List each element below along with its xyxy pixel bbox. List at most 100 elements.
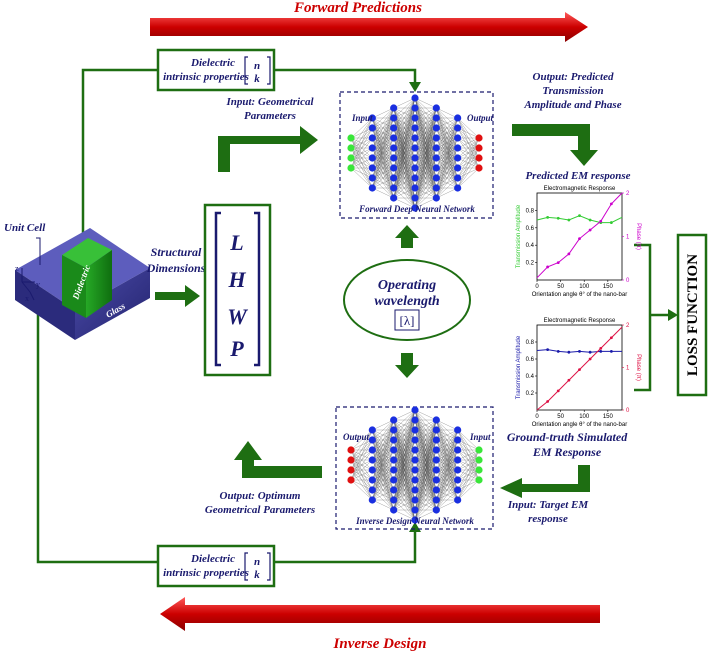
nn-edge <box>372 489 394 501</box>
nn-edge <box>393 97 416 109</box>
chart-y2label: Phase (π) <box>635 223 641 250</box>
dielectric-bottom-line2: intrinsic properties <box>163 567 249 579</box>
output-pred-arrow <box>512 124 598 166</box>
dielectric-properties-bottom: Dielectric intrinsic properties n k <box>156 544 276 588</box>
structural-label-2: Dimensions <box>146 261 206 275</box>
loss-function-arrowhead <box>668 309 678 321</box>
nn-edge <box>393 117 416 199</box>
nn-edge <box>436 117 458 149</box>
nn-edge <box>414 439 437 521</box>
nn-edge <box>436 429 458 471</box>
nn-edge <box>393 157 416 199</box>
nn-edge <box>436 459 458 511</box>
nn-edge <box>393 409 416 491</box>
x-tick-label: 50 <box>557 284 564 290</box>
nn-edge <box>372 107 394 119</box>
chart-ylabel: Transmission Amplitude <box>516 335 522 399</box>
nn-edge <box>372 157 394 189</box>
nn-edge <box>457 137 480 169</box>
nn-edge <box>350 117 373 139</box>
series-point-0 <box>556 349 560 353</box>
nn-edge <box>457 137 480 149</box>
series-point-1 <box>567 378 571 382</box>
nn-edge <box>436 167 458 199</box>
nn-node <box>454 174 462 182</box>
nn-edge <box>393 409 416 511</box>
parameter-vector-box: L H W P <box>203 203 272 377</box>
y-tick-label: 0.8 <box>526 208 535 214</box>
nn-node <box>411 134 419 142</box>
series-point-0 <box>567 218 571 222</box>
nn-node <box>411 144 419 152</box>
nn-edge <box>393 489 416 511</box>
nn-edge <box>414 419 437 521</box>
output-pred-label-1: Output: Predicted <box>533 71 614 83</box>
nn-edge <box>414 107 437 159</box>
nn-node <box>347 134 355 142</box>
chart-plot-area <box>536 324 623 411</box>
y2-tick-label: 0 <box>626 278 630 284</box>
nn-edge <box>414 419 437 501</box>
nn-node <box>454 124 462 132</box>
nn-node <box>368 446 376 454</box>
output-pred-label-3: Amplitude and Phase <box>523 99 621 111</box>
nn-node <box>432 476 440 484</box>
output-optimum-label-2: Geometrical Parameters <box>205 504 315 516</box>
nn-node <box>432 456 440 464</box>
nn-edge <box>414 97 437 109</box>
nn-edge <box>457 479 480 501</box>
nn-node <box>347 446 355 454</box>
nn-edge <box>350 157 373 169</box>
loss-function-label: LOSS FUNCTION <box>685 254 701 376</box>
nn-node <box>411 446 419 454</box>
down-arrow-to-inverse <box>395 353 419 378</box>
forward-nn-input-label: Input <box>351 113 373 123</box>
series-point-0 <box>599 349 603 353</box>
nn-edge <box>350 439 373 481</box>
nn-node <box>347 476 355 484</box>
nn-node <box>390 114 398 122</box>
y2-tick-label: 2 <box>626 191 630 197</box>
series-point-1 <box>588 228 592 232</box>
nn-edge <box>372 167 394 189</box>
x-tick-label: 0 <box>535 414 539 420</box>
y2-tick-label: 0 <box>626 408 630 414</box>
nn-edge <box>393 97 416 179</box>
nn-edge <box>393 177 416 199</box>
x-tick-label: 100 <box>579 284 590 290</box>
inverse-nn-graph <box>347 406 483 524</box>
nn-node <box>368 476 376 484</box>
series-point-1 <box>546 265 550 269</box>
series-point-1 <box>578 368 581 372</box>
nn-edge <box>350 137 373 169</box>
nn-node <box>390 486 398 494</box>
nn-node <box>368 154 376 162</box>
nn-node <box>368 436 376 444</box>
nn-edge <box>372 469 394 501</box>
nn-node <box>390 446 398 454</box>
nn-node <box>432 164 440 172</box>
nn-edge <box>457 459 480 501</box>
inverse-nn-input-label: Input <box>469 432 491 442</box>
nn-node <box>432 466 440 474</box>
nn-node <box>368 144 376 152</box>
nn-edge <box>393 429 416 511</box>
nn-edge <box>393 97 416 149</box>
nn-node <box>432 114 440 122</box>
nn-node <box>390 184 398 192</box>
inverse-nn-title: Inverse Design Neural Network <box>355 516 474 526</box>
nn-node <box>432 124 440 132</box>
nn-node <box>368 456 376 464</box>
nn-edge <box>350 167 373 189</box>
nn-edge <box>436 469 458 511</box>
nn-edge <box>372 147 394 189</box>
nn-edge <box>350 117 373 169</box>
nn-node <box>411 486 419 494</box>
nn-edge <box>372 419 394 501</box>
nn-edge <box>393 147 416 199</box>
nn-node <box>368 134 376 142</box>
nn-edge <box>393 459 416 511</box>
nn-node <box>475 134 483 142</box>
nn-edge <box>436 429 458 511</box>
